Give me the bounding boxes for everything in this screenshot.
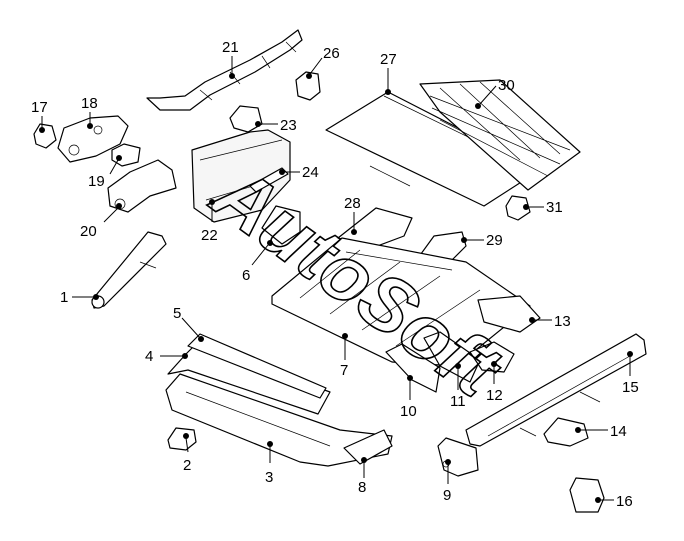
callout-26: 26 — [323, 45, 340, 62]
callout-13: 13 — [554, 313, 571, 330]
callout-3: 3 — [265, 469, 273, 486]
part-16-bracket — [569, 477, 605, 513]
callout-30: 30 — [498, 77, 515, 94]
callout-14: 14 — [610, 423, 627, 440]
callout-10: 10 — [400, 403, 417, 420]
part-31-knob — [505, 195, 531, 221]
callout-6: 6 — [242, 267, 250, 284]
callout-21: 21 — [222, 39, 239, 56]
part-26-bracket — [295, 71, 321, 101]
part-24-strip — [249, 167, 289, 193]
part-7-floor-pan — [271, 237, 531, 367]
callout-18: 18 — [81, 95, 98, 112]
callout-22: 22 — [201, 227, 218, 244]
callout-8: 8 — [358, 479, 366, 496]
part-2-bracket — [167, 427, 197, 451]
part-5-trim — [187, 333, 327, 399]
part-21-rail — [146, 29, 303, 111]
callout-15: 15 — [622, 379, 639, 396]
callout-9: 9 — [443, 487, 451, 504]
part-17-mount — [33, 123, 57, 149]
callout-31: 31 — [546, 199, 563, 216]
callout-labels: 1 2 3 4 5 6 7 8 9 10 11 12 13 14 15 16 1… — [31, 39, 639, 510]
callout-4: 4 — [145, 348, 153, 365]
callout-17: 17 — [31, 99, 48, 116]
callout-2: 2 — [183, 457, 191, 474]
part-23-bracket — [229, 105, 263, 133]
part-8-endcap — [343, 429, 393, 465]
callout-27: 27 — [380, 51, 397, 68]
part-14-bracket — [543, 417, 589, 447]
callout-16: 16 — [616, 493, 633, 510]
callout-5: 5 — [173, 305, 181, 322]
callout-28: 28 — [344, 195, 361, 212]
callout-20: 20 — [80, 223, 97, 240]
part-12-bracket — [469, 341, 515, 373]
part-10-rail — [385, 343, 441, 393]
part-18-bracket — [57, 115, 129, 163]
part-15-frame-rail — [465, 333, 647, 447]
part-30-net — [419, 79, 581, 191]
part-20-bracket — [107, 159, 177, 213]
part-11-rail — [423, 331, 481, 383]
callout-24: 24 — [302, 164, 319, 181]
part-6-bracket — [261, 205, 301, 245]
part-22-panel — [191, 129, 291, 223]
callout-23: 23 — [280, 117, 297, 134]
callout-19: 19 — [88, 173, 105, 190]
callout-11: 11 — [450, 393, 466, 410]
part-1-crossbar — [91, 231, 167, 309]
callout-29: 29 — [486, 232, 503, 249]
callout-7: 7 — [340, 362, 348, 379]
callout-12: 12 — [486, 387, 503, 404]
callout-1: 1 — [60, 289, 68, 306]
part-3-bumper — [165, 373, 393, 467]
leader-lines — [39, 56, 633, 503]
part-13-rail — [477, 295, 541, 333]
